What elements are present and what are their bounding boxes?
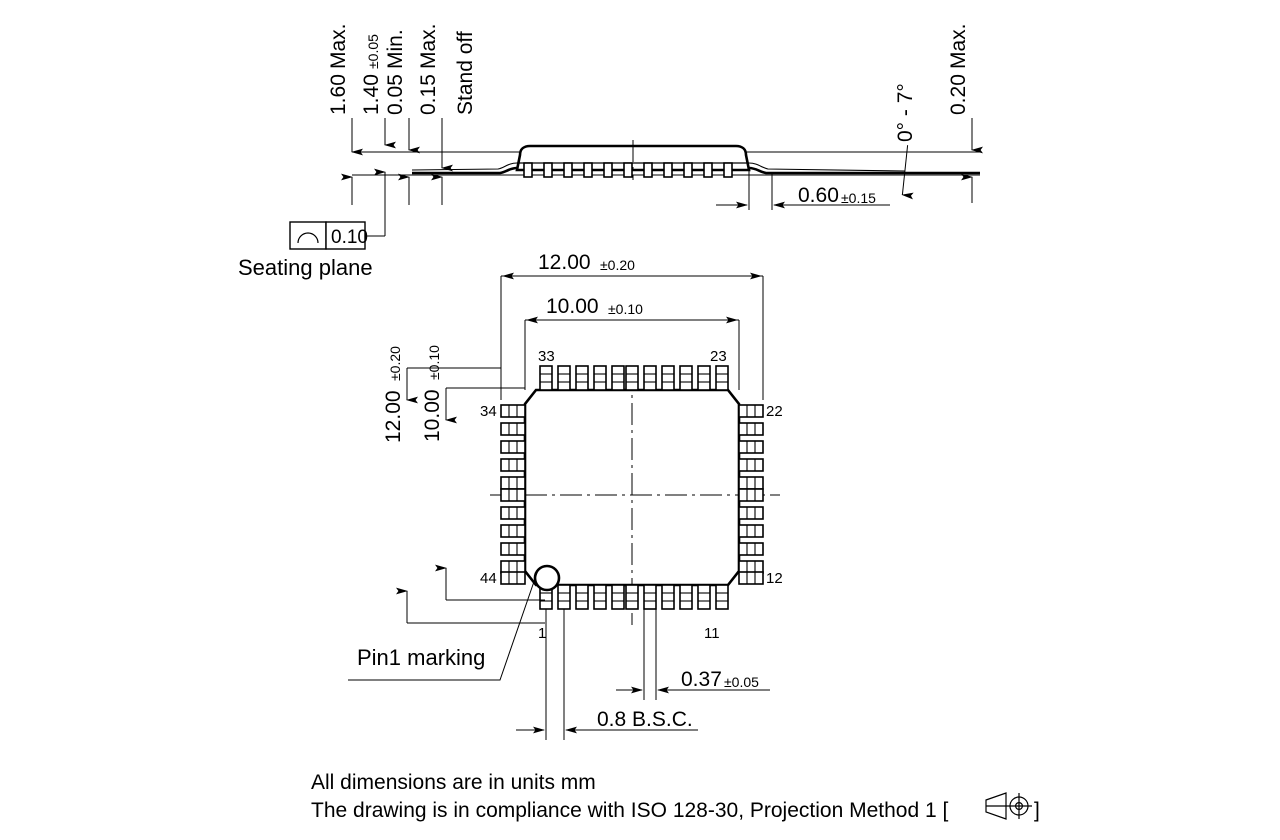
pin1-leader-line <box>348 569 539 681</box>
dim-height-overall: 12.00 ±0.20 <box>382 346 545 624</box>
dim-standoff-min: 0.05 Min. <box>384 29 420 205</box>
note-standard: The drawing is in compliance with ISO 12… <box>311 799 948 822</box>
dim-body-height-tol: ±0.05 <box>365 34 381 69</box>
dim-height-body-tol: ±0.10 <box>426 345 442 380</box>
pin1-marking-label: Pin1 marking <box>357 645 485 670</box>
footer-notes: All dimensions are in units mm The drawi… <box>311 771 1040 822</box>
dim-height-body-value: 10.00 <box>421 389 444 442</box>
note-units: All dimensions are in units mm <box>311 771 596 794</box>
pin1-marking-circle <box>533 564 561 592</box>
pin-label-23: 23 <box>710 348 727 365</box>
dim-lead-width-tol: ±0.05 <box>724 674 759 690</box>
dim-height-overall-value: 12.00 <box>382 390 405 443</box>
dim-lead-pitch: 0.8 B.S.C. <box>516 609 698 740</box>
dim-width-overall-tol: ±0.20 <box>600 257 635 273</box>
plan-view: 33 23 34 44 22 12 1 11 12.00 ±0.20 10.00… <box>348 251 783 740</box>
pin-label-22: 22 <box>766 403 783 420</box>
side-view-leads <box>523 162 733 178</box>
dim-lead-width: 0.37 ±0.05 <box>616 609 770 700</box>
standoff-label: Stand off <box>454 31 477 115</box>
dim-width-overall-value: 12.00 <box>538 251 591 274</box>
pin-label-1: 1 <box>538 625 546 642</box>
dim-overall-height: 1.60 Max. <box>327 23 363 205</box>
dim-overall-height-suffix: Max. <box>327 23 350 69</box>
dim-width-overall: 12.00 ±0.20 <box>500 251 764 400</box>
dim-width-body-value: 10.00 <box>546 295 599 318</box>
pin-label-12: 12 <box>766 570 783 587</box>
pin-label-11: 11 <box>704 625 720 642</box>
profile-of-surface-icon <box>297 232 319 244</box>
lead-right-inner <box>748 162 906 172</box>
pin-label-44: 44 <box>480 570 497 587</box>
dim-lead-pitch-value: 0.8 B.S.C. <box>597 708 693 731</box>
dim-standoff-max: 0.15 Max. <box>417 23 453 205</box>
dim-foot-length-value: 0.60 <box>798 184 839 207</box>
leads-top <box>539 365 729 391</box>
dim-width-body-tol: ±0.10 <box>608 301 643 317</box>
dim-width-body: 10.00 ±0.10 <box>524 295 740 390</box>
dim-lead-thickness: 0.20 Max. <box>947 23 983 203</box>
dim-overall-height-value: 1.60 <box>327 74 350 115</box>
pin-label-33: 33 <box>538 348 555 365</box>
pin1-marking-callout: Pin1 marking <box>348 569 539 681</box>
leads-right <box>738 404 764 585</box>
dim-lead-thickness-value: 0.20 <box>947 74 970 115</box>
dim-standoff-min-suffix: Min. <box>384 29 407 69</box>
dim-foot-length-tol: ±0.15 <box>841 190 876 206</box>
dim-standoff-min-value: 0.05 <box>384 74 407 115</box>
lead-left-inner <box>411 162 518 171</box>
leads-left <box>500 404 526 585</box>
dim-height-overall-tol: ±0.20 <box>387 346 403 381</box>
dim-height-body: 10.00 ±0.10 <box>421 345 545 601</box>
projection-method-1-icon <box>985 792 1032 820</box>
seating-plane-label: Seating plane <box>238 255 373 280</box>
pin-label-34: 34 <box>480 403 497 420</box>
lead-left-gullwing <box>412 166 518 175</box>
dim-standoff-max-value: 0.15 <box>417 74 440 115</box>
dim-foot-length: 0.60 ±0.15 <box>716 170 890 210</box>
dim-lead-angle-value: 0° - 7° <box>894 83 917 142</box>
dim-body-height-value: 1.40 <box>360 74 383 115</box>
note-standard-end: ] <box>1034 799 1040 822</box>
dim-standoff-max-suffix: Max. <box>417 23 440 69</box>
dim-lead-thickness-suffix: Max. <box>947 23 970 69</box>
dim-lead-width-value: 0.37 <box>681 668 722 691</box>
side-view: 1.60 Max. 1.40 ±0.05 0.05 Min. 0.15 Max.… <box>238 23 983 280</box>
dim-body-height: 1.40 ±0.05 <box>360 34 396 205</box>
gdt-tolerance-value: 0.10 <box>331 227 368 248</box>
gdt-feature-control-frame: 0.10 Seating plane <box>238 205 386 280</box>
leads-bottom <box>539 584 729 610</box>
dim-lead-angle: 0° - 7° <box>894 83 917 200</box>
